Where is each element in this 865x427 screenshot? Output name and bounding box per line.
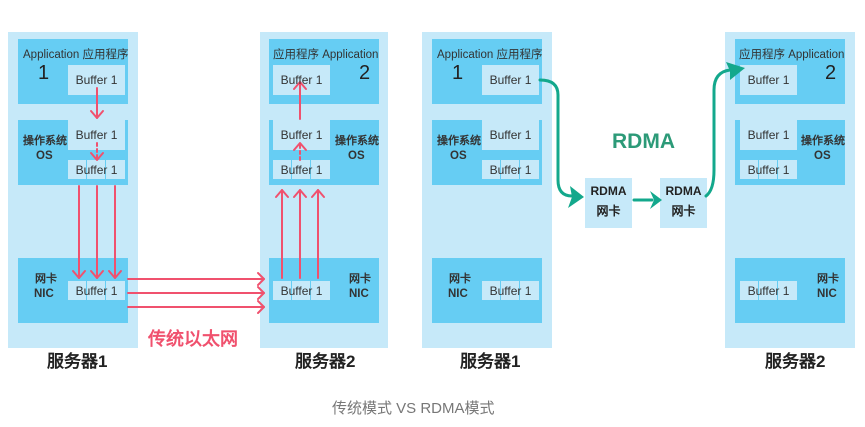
trad-s1-nic-layer: 网卡 NIC Buffer 1: [18, 258, 128, 323]
rdma-card-1: RDMA 网卡: [585, 178, 632, 228]
trad-s2-app-layer: 应用程序 Application 2 Buffer 1: [269, 39, 379, 104]
rdma-s1-os-layer: 操作系统 OS Buffer 1 Buffer 1: [432, 120, 542, 185]
rdma-s2-os-label-en: OS: [814, 150, 831, 162]
rdma-s1-nic-buffer: Buffer 1: [482, 281, 539, 300]
trad-s1-app-layer: Application 应用程序 1 Buffer 1: [18, 39, 128, 104]
rdma-s1-nic-layer: 网卡 NIC Buffer 1: [432, 258, 542, 323]
rdma-s2-os-label-cn: 操作系统: [801, 135, 845, 147]
rdma-s1-app-buffer: Buffer 1: [482, 65, 539, 95]
trad-s2-os-layer: 操作系统 OS Buffer 1 Buffer 1: [269, 120, 379, 185]
rdma-server1-name: 服务器1: [460, 352, 521, 371]
rdma-s2-app-label: 应用程序 Application: [739, 49, 845, 61]
rdma-s2-nic-layer: 网卡 NIC Buffer 1: [735, 258, 845, 323]
rdma-s1-os-buffer-bottom: Buffer 1: [482, 160, 539, 179]
rdma-s2-nic-buffer: Buffer 1: [740, 281, 797, 300]
rdma-s1-nic-label-cn: 网卡: [449, 273, 471, 285]
rdma-card-2-line1: RDMA: [665, 184, 702, 198]
trad-s1-os-buffer-bottom: Buffer 1: [68, 160, 125, 179]
trad-s2-os-label-en: OS: [348, 150, 365, 162]
trad-s2-os-buffer-top: Buffer 1: [273, 120, 330, 150]
trad-s2-app-number: 2: [359, 62, 371, 84]
trad-s1-os-buffer-top: Buffer 1: [68, 120, 125, 150]
trad-s1-os-layer: 操作系统 OS Buffer 1 Buffer 1: [18, 120, 128, 185]
trad-s1-os-label-cn: 操作系统: [23, 135, 67, 147]
trad-s1-app-label: Application 应用程序: [23, 49, 129, 61]
trad-server1: Application 应用程序 1 Buffer 1 操作系统 OS Buff…: [8, 32, 138, 348]
trad-s2-app-buffer: Buffer 1: [273, 65, 330, 95]
trad-s2-os-buffer-bottom: Buffer 1: [273, 160, 330, 179]
rdma-s2-app-layer: 应用程序 Application 2 Buffer 1: [735, 39, 845, 104]
trad-s1-nic-buffer: Buffer 1: [68, 281, 125, 300]
rdma-server2: 应用程序 Application 2 Buffer 1 操作系统 OS Buff…: [725, 32, 855, 348]
rdma-label: RDMA: [612, 130, 675, 153]
rdma-s2-os-buffer-bottom: Buffer 1: [740, 160, 797, 179]
rdma-s1-app-layer: Application 应用程序 1 Buffer 1: [432, 39, 542, 104]
figure-caption: 传统模式 VS RDMA模式: [332, 400, 495, 417]
trad-s1-app-number: 1: [38, 62, 50, 84]
trad-s1-nic-label-cn: 网卡: [35, 273, 57, 285]
rdma-s1-app-label: Application 应用程序: [437, 49, 543, 61]
rdma-server1: Application 应用程序 1 Buffer 1 操作系统 OS Buff…: [422, 32, 552, 348]
rdma-server2-name: 服务器2: [765, 352, 826, 371]
rdma-s1-os-buffer-top: Buffer 1: [482, 120, 539, 150]
rdma-card-1-line1: RDMA: [590, 184, 627, 198]
trad-s2-nic-label-en: NIC: [349, 288, 369, 300]
trad-server1-name: 服务器1: [47, 352, 108, 371]
rdma-s1-nic-label-en: NIC: [448, 288, 468, 300]
rdma-s1-app-number: 1: [452, 62, 464, 84]
trad-s2-app-label: 应用程序 Application: [273, 49, 379, 61]
rdma-s2-os-buffer-top: Buffer 1: [740, 120, 797, 150]
trad-s2-nic-buffer: Buffer 1: [273, 281, 330, 300]
rdma-s1-os-label-en: OS: [450, 150, 467, 162]
rdma-s2-nic-label-en: NIC: [817, 288, 837, 300]
ethernet-label: 传统以太网: [148, 329, 238, 349]
rdma-arrowhead-card1: [568, 186, 584, 208]
rdma-s2-nic-label-cn: 网卡: [817, 273, 839, 285]
rdma-s2-app-number: 2: [825, 62, 837, 84]
trad-s1-nic-label-en: NIC: [34, 288, 54, 300]
trad-s2-nic-layer: 网卡 NIC Buffer 1: [269, 258, 379, 323]
rdma-card-2-line2: 网卡: [671, 204, 696, 218]
trad-server2-name: 服务器2: [295, 352, 356, 371]
trad-s1-os-label-en: OS: [36, 150, 53, 162]
trad-server2: 应用程序 Application 2 Buffer 1 操作系统 OS Buff…: [260, 32, 388, 348]
rdma-s2-app-buffer: Buffer 1: [740, 65, 797, 95]
rdma-s2-os-layer: 操作系统 OS Buffer 1 Buffer 1: [735, 120, 845, 185]
trad-ethernet-arrows: [127, 272, 265, 314]
rdma-card-2: RDMA 网卡: [660, 178, 707, 228]
rdma-card-1-line2: 网卡: [596, 204, 621, 218]
trad-s2-nic-label-cn: 网卡: [349, 273, 371, 285]
trad-s1-app-buffer: Buffer 1: [68, 65, 125, 95]
trad-s2-os-label-cn: 操作系统: [335, 135, 379, 147]
rdma-s1-os-label-cn: 操作系统: [437, 135, 481, 147]
